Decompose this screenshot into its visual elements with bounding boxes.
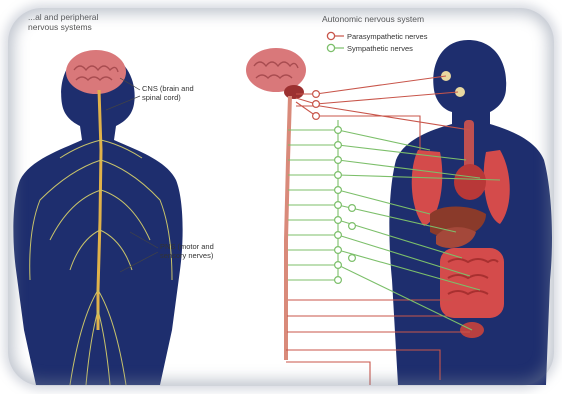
cns-label-line2: spinal cord) xyxy=(142,93,181,102)
legend-marker-parasympathetic xyxy=(327,32,344,39)
center-brain xyxy=(246,48,306,99)
right-title: Autonomic nervous system xyxy=(322,14,424,24)
legend-label-parasympathetic: Parasympathetic nerves xyxy=(347,32,427,41)
left-title-line1: ...al and peripheral xyxy=(28,12,98,22)
left-brain xyxy=(66,50,126,94)
legend-label-sympathetic: Sympathetic nerves xyxy=(347,44,413,53)
parasympathetic-ganglia xyxy=(313,91,320,120)
pns-label-line2: sensory nerves) xyxy=(160,251,213,260)
center-spinal-column xyxy=(286,96,290,360)
cns-label-line1: CNS (brain and xyxy=(142,84,194,93)
pns-label-line1: PNS (motor and xyxy=(160,242,214,251)
legend-marker-sympathetic xyxy=(327,44,344,51)
left-title-line2: nervous systems xyxy=(28,22,92,32)
